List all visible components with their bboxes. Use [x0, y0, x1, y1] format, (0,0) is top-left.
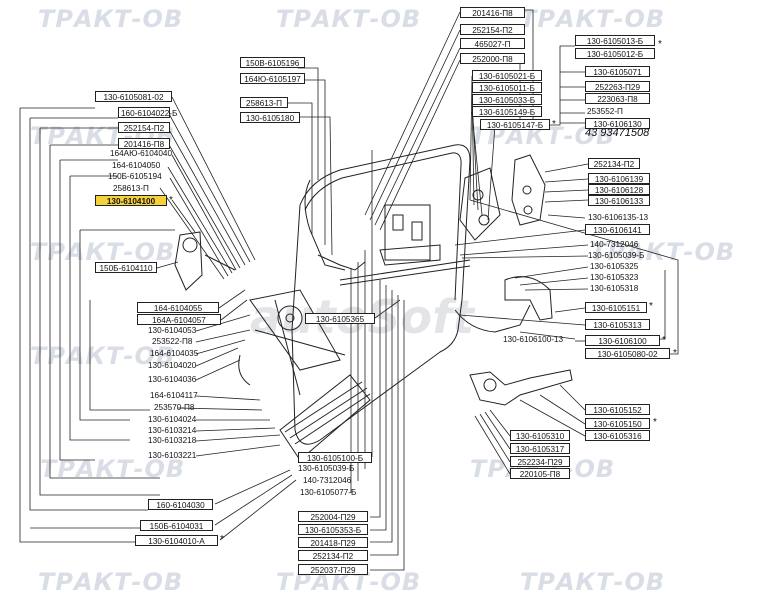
part-label: 252134-П2 — [298, 550, 368, 561]
part-label: 258613-П — [240, 97, 288, 108]
part-label: 160-6104030 — [148, 499, 213, 510]
part-label: 130-6104036 — [148, 375, 197, 384]
part-label: 130-6105150 — [585, 418, 650, 429]
part-label: 465027-П — [460, 38, 525, 49]
part-label: 130-6105013-Б — [575, 35, 655, 46]
part-label: 130-6106130 — [585, 118, 650, 129]
part-label: 130-6106100 — [585, 335, 660, 346]
note-mark: * — [649, 301, 653, 312]
part-label: 130-6105033-Б — [472, 94, 542, 105]
watermark: ТРАКТ-ОВ — [520, 5, 666, 33]
part-label: 130-6104010-А — [135, 535, 218, 546]
part-label: 252037-П29 — [298, 564, 368, 575]
part-label: 130-6105180 — [240, 112, 300, 123]
part-label: 130-6106141 — [585, 224, 650, 235]
part-label: 164-6104055 — [137, 302, 219, 313]
part-label: 130-6105077-Б — [300, 488, 357, 497]
part-label: 130-6105365 — [305, 313, 375, 324]
part-label: 252000-П8 — [460, 53, 525, 64]
part-label: 130-6105021-Б — [472, 70, 542, 81]
part-label: 140-7312046 — [590, 240, 639, 249]
part-label: 164-6104117 — [150, 391, 198, 400]
part-label: 130-6105151 — [585, 302, 647, 313]
part-label: 130-6105012-Б — [575, 48, 655, 59]
part-label: 252263-П29 — [585, 81, 650, 92]
part-label: 130-6105152 — [585, 404, 650, 415]
part-label: 130-6105353-Б — [298, 524, 368, 535]
part-label: 164-6104035 — [150, 349, 199, 358]
part-label: 130-6105039-Б — [298, 464, 355, 473]
part-label: 164А-6104057 — [137, 314, 221, 325]
part-label: 150Б-6104110 — [95, 262, 157, 273]
part-label: 130-6103214 — [148, 426, 197, 435]
part-label: 150В-6105196 — [240, 57, 305, 68]
note-mark: * — [169, 195, 173, 206]
part-label: 130-6105039-Б — [588, 251, 645, 260]
watermark: ТРАКТ-ОВ — [30, 342, 176, 370]
part-label: 130-6105011-Б — [472, 82, 542, 93]
part-label: 130-6105071 — [585, 66, 650, 77]
part-label: 258613-П — [113, 184, 149, 193]
watermark: ТРАКТ-ОВ — [520, 568, 666, 596]
part-label: 150Б-6104031 — [140, 520, 213, 531]
part-label: 130-6106133 — [588, 195, 650, 206]
part-label: 252154-П2 — [118, 122, 170, 133]
part-label: 130-6105313 — [585, 319, 650, 330]
part-label: 130-6106139 — [588, 173, 650, 184]
part-label: 130-6105317 — [510, 443, 570, 454]
part-label-highlighted: 130-6104100 — [95, 195, 167, 206]
part-label: 164АЮ-6104040 — [110, 149, 172, 158]
part-label: 150Б-6105194 — [108, 172, 162, 181]
part-label: 252234-П29 — [510, 456, 570, 467]
part-label: 252004-П29 — [298, 511, 368, 522]
watermark: ТРАКТ-ОВ — [276, 5, 422, 33]
watermark: ТРАКТ-ОВ — [30, 238, 176, 266]
part-label: 130-6106100-13 — [503, 335, 564, 344]
part-label: 130-6106135-13 — [588, 213, 649, 222]
part-label: 252134-П2 — [588, 158, 640, 169]
note-mark: * — [552, 119, 556, 130]
watermark: ТРАКТ-ОВ — [38, 5, 184, 33]
part-label: 130-6105316 — [585, 430, 650, 441]
part-label: 130-6105100-Б — [298, 452, 372, 463]
part-label: 130-6103218 — [148, 436, 197, 445]
part-label: 130-6105325 — [590, 262, 639, 271]
part-label: 252154-П2 — [460, 24, 525, 35]
handwritten-note: 43 93471508 — [585, 127, 650, 139]
note-mark: * — [673, 348, 677, 359]
part-label: 160-6104022-Б — [118, 107, 177, 118]
part-label: 130-6105080-02 — [585, 348, 670, 359]
part-label: 130-6105318 — [590, 284, 639, 293]
part-label: 220105-П8 — [510, 468, 570, 479]
part-label: 140-7312046 — [303, 476, 352, 485]
part-label: 130-6105323 — [590, 273, 639, 282]
part-label: 253570-П8 — [154, 403, 195, 412]
part-label: 130-6104020 — [148, 361, 197, 370]
part-label: 201416-П8 — [460, 7, 525, 18]
part-label: 164Ю-6105197 — [240, 73, 305, 84]
part-label: 201416-П8 — [118, 138, 170, 149]
part-label: 130-6105310 — [510, 430, 570, 441]
part-label: 130-6105081-02 — [95, 91, 172, 102]
part-label: 164-6104050 — [112, 161, 161, 170]
note-mark: * — [653, 417, 657, 428]
part-label: 130-6105149-Б — [472, 106, 542, 117]
part-label: 130-6105147-Б — [480, 119, 550, 130]
part-label: 130-6104053 — [148, 326, 197, 335]
part-label: 130-6103221 — [148, 451, 197, 460]
part-label: 253522-П8 — [152, 337, 193, 346]
note-mark: * — [658, 39, 662, 50]
note-mark: * — [220, 534, 224, 545]
part-label: 201418-П29 — [298, 537, 368, 548]
part-label: 253552-П — [587, 107, 623, 116]
watermark: ТРАКТ-ОВ — [590, 238, 736, 266]
note-mark: * — [662, 335, 666, 346]
watermark: ТРАКТ-ОВ — [38, 568, 184, 596]
part-label: 130-6106128 — [588, 184, 650, 195]
part-label: 223063-П8 — [585, 93, 650, 104]
part-label: 130-6104024 — [148, 415, 197, 424]
